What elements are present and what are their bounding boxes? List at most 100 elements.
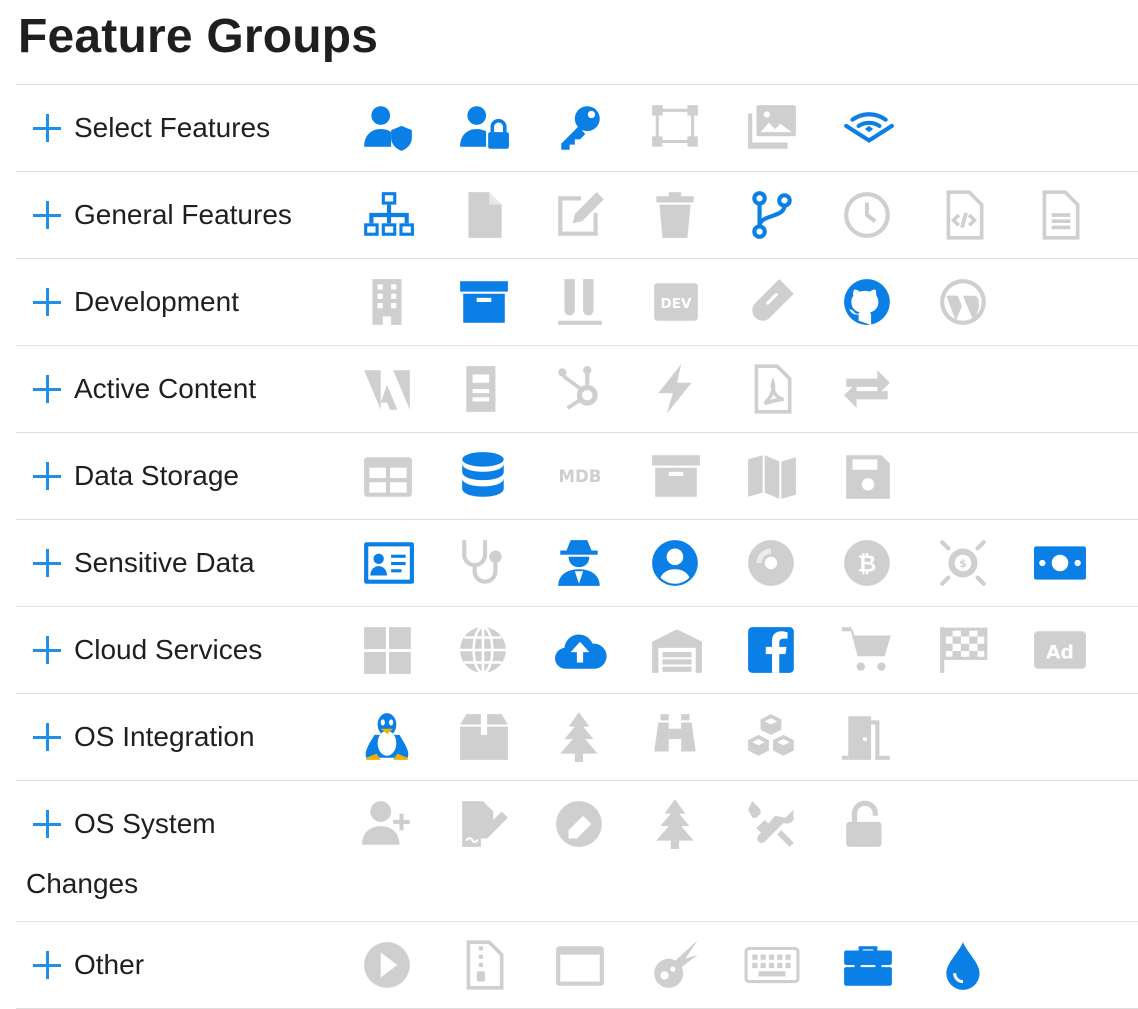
expand-toggle[interactable] (30, 111, 64, 145)
group-label[interactable]: General Features (74, 199, 292, 230)
hubspot-icon[interactable] (548, 361, 612, 417)
id-card-icon[interactable] (356, 535, 420, 591)
play-circle-icon[interactable] (356, 937, 420, 993)
cubes-icon[interactable] (740, 709, 804, 765)
expand-toggle[interactable] (30, 546, 64, 580)
dev-badge-icon[interactable]: DEV (644, 274, 708, 330)
plus-icon (33, 810, 61, 838)
group-label[interactable]: Active Content (74, 373, 257, 404)
mdb-icon[interactable]: MDB (548, 448, 612, 504)
expand-toggle[interactable] (30, 720, 64, 754)
file-pdf-icon[interactable] (740, 361, 804, 417)
bolt-icon[interactable] (644, 361, 708, 417)
edit-icon[interactable] (548, 187, 612, 243)
windows-icon[interactable] (356, 622, 420, 678)
group-label[interactable]: OS System (74, 808, 216, 839)
expand-toggle[interactable] (30, 948, 64, 982)
expand-toggle[interactable] (30, 633, 64, 667)
table-icon[interactable] (356, 448, 420, 504)
tree-icon[interactable] (548, 709, 612, 765)
facebook-icon[interactable] (740, 622, 804, 678)
stethoscope-icon[interactable] (452, 535, 516, 591)
database-icon[interactable] (452, 448, 516, 504)
images-icon[interactable] (740, 100, 804, 156)
archive-icon[interactable] (644, 448, 708, 504)
warehouse-icon[interactable] (644, 622, 708, 678)
file-icon[interactable] (452, 187, 516, 243)
group-label[interactable]: Select Features (74, 112, 271, 143)
test-tube-icon[interactable] (740, 274, 804, 330)
network-icon[interactable] (356, 187, 420, 243)
unlock-icon[interactable] (836, 796, 900, 852)
window-icon[interactable] (548, 937, 612, 993)
group-label[interactable]: Cloud Services (74, 634, 263, 665)
file-archive-icon[interactable] (452, 937, 516, 993)
cloud-upload-icon[interactable] (548, 622, 612, 678)
feature-group-row: Other (16, 922, 1138, 1009)
map-icon[interactable] (740, 448, 804, 504)
compact-disc-icon[interactable] (740, 535, 804, 591)
building-icon[interactable] (356, 274, 420, 330)
expand-toggle[interactable] (30, 459, 64, 493)
github-icon[interactable] (836, 274, 900, 330)
keyboard-icon[interactable] (740, 937, 804, 993)
wordpress-icon[interactable] (932, 274, 996, 330)
group-label[interactable]: Data Storage (74, 460, 239, 491)
bitcoin-icon[interactable]: ₿ (836, 535, 900, 591)
cart-icon[interactable] (836, 622, 900, 678)
group-label[interactable]: Sensitive Data (74, 547, 255, 578)
feature-group-row: Sensitive Data ₿ $ (16, 520, 1138, 607)
feature-group-row: General Features (16, 172, 1138, 259)
trash-icon[interactable] (644, 187, 708, 243)
vials-icon[interactable] (548, 274, 612, 330)
tree-icon[interactable] (644, 796, 708, 852)
eraser-icon[interactable] (548, 796, 612, 852)
door-open-icon[interactable] (836, 709, 900, 765)
plus-icon (33, 636, 61, 664)
file-text-icon[interactable] (1028, 187, 1092, 243)
document-icon[interactable] (452, 361, 516, 417)
globe-icon[interactable] (452, 622, 516, 678)
toolbox-icon[interactable] (836, 937, 900, 993)
file-signature-icon[interactable] (452, 796, 516, 852)
code-branch-icon[interactable] (740, 187, 804, 243)
vector-square-icon[interactable] (644, 100, 708, 156)
box-icon[interactable] (452, 709, 516, 765)
key-icon[interactable] (548, 100, 612, 156)
flag-checkered-icon[interactable] (932, 622, 996, 678)
binoculars-icon[interactable] (644, 709, 708, 765)
group-label[interactable]: Development (74, 286, 239, 317)
group-label[interactable]: OS Integration (74, 721, 255, 752)
linux-icon[interactable] (356, 709, 420, 765)
expand-toggle[interactable] (30, 372, 64, 406)
tools-icon[interactable] (740, 796, 804, 852)
user-lock-icon[interactable] (452, 100, 516, 156)
crypto-icon[interactable]: $ (932, 535, 996, 591)
user-plus-icon[interactable] (356, 796, 420, 852)
expand-toggle[interactable] (30, 285, 64, 319)
user-circle-icon[interactable] (644, 535, 708, 591)
clock-icon[interactable] (836, 187, 900, 243)
layer-signal-icon[interactable] (836, 100, 900, 156)
expand-toggle[interactable] (30, 198, 64, 232)
group-label[interactable]: Other (74, 949, 145, 980)
plus-icon (33, 114, 61, 142)
save-icon[interactable] (836, 448, 900, 504)
plus-icon (33, 951, 61, 979)
ad-icon[interactable]: Ad (1028, 622, 1092, 678)
svg-text:Ad: Ad (1046, 642, 1074, 663)
money-bill-icon[interactable] (1028, 535, 1092, 591)
user-shield-icon[interactable] (356, 100, 420, 156)
tint-icon[interactable] (932, 937, 996, 993)
meteor-icon[interactable] (644, 937, 708, 993)
plus-icon (33, 549, 61, 577)
adobe-icon[interactable] (356, 361, 420, 417)
expand-toggle[interactable] (30, 807, 64, 841)
file-code-icon[interactable] (932, 187, 996, 243)
exchange-icon[interactable] (836, 361, 900, 417)
feature-group-row: Cloud Services Ad (16, 607, 1138, 694)
user-secret-icon[interactable] (548, 535, 612, 591)
archive-box-icon[interactable] (452, 274, 516, 330)
